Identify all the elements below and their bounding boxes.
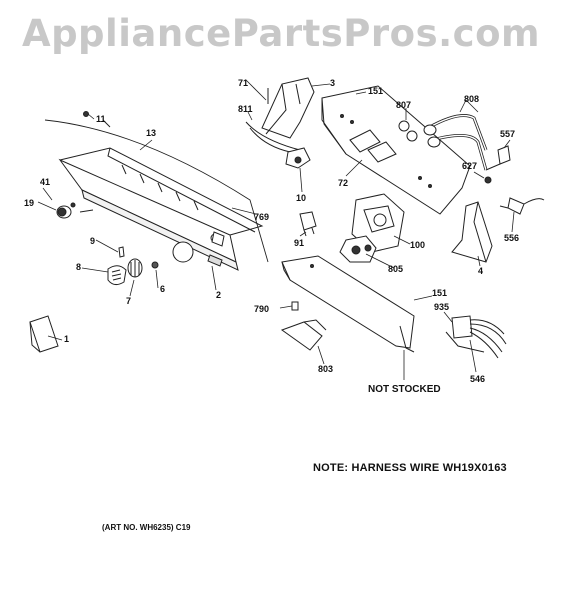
connector-parts [484,145,545,215]
watermark: AppliancePartsPros.com [21,12,541,55]
callout-1: 1 [64,334,70,344]
callout-7: 7 [126,296,132,306]
backsplash-rear-panel [321,85,471,215]
leader-lines [37,79,515,380]
callout-935: 935 [434,302,450,312]
callout-8: 8 [76,262,82,272]
lower-console [281,255,415,353]
callout-100: 100 [410,240,426,250]
callout-790: 790 [254,304,270,314]
harness-note: NOTE: HARNESS WIRE WH19X0163 [313,462,507,474]
callout-151-bottom: 151 [432,288,448,298]
callout-556: 556 [504,233,520,243]
callout-91: 91 [294,238,305,248]
callout-13: 13 [146,128,157,138]
callout-557: 557 [500,129,516,139]
callout-9: 9 [90,236,96,246]
callout-4: 4 [478,266,484,276]
callout-807: 807 [396,100,412,110]
callout-19: 19 [24,198,35,208]
small-switch [299,211,317,237]
callout-627: 627 [462,161,478,171]
wire-harness [445,315,507,359]
callout-808: 808 [464,94,480,104]
hose-assembly [398,114,488,171]
valve-switch [339,235,377,263]
knob-parts [56,202,159,286]
control-panel-front [44,111,269,271]
callout-151-top: 151 [368,86,384,96]
callout-2: 2 [216,290,222,300]
callout-546: 546 [470,374,486,384]
callout-811: 811 [238,104,253,114]
callout-41: 41 [40,177,51,187]
not-stocked-label: NOT STOCKED [368,384,441,395]
callout-769: 769 [254,212,270,222]
callout-10: 10 [296,193,307,203]
endcap-right [451,201,493,263]
lid-switch [280,301,327,351]
callout-3: 3 [330,78,336,88]
callout-11: 11 [96,114,106,124]
art-number: (ART NO. WH6235) C19 [102,523,191,532]
wire-and-switch [245,121,311,169]
callout-805: 805 [388,264,404,274]
callout-803: 803 [318,364,334,374]
manual-booklet [29,315,59,353]
callout-71: 71 [238,78,249,88]
callout-6: 6 [160,284,166,294]
endcap-bracket [261,77,315,139]
callout-72: 72 [338,178,349,188]
